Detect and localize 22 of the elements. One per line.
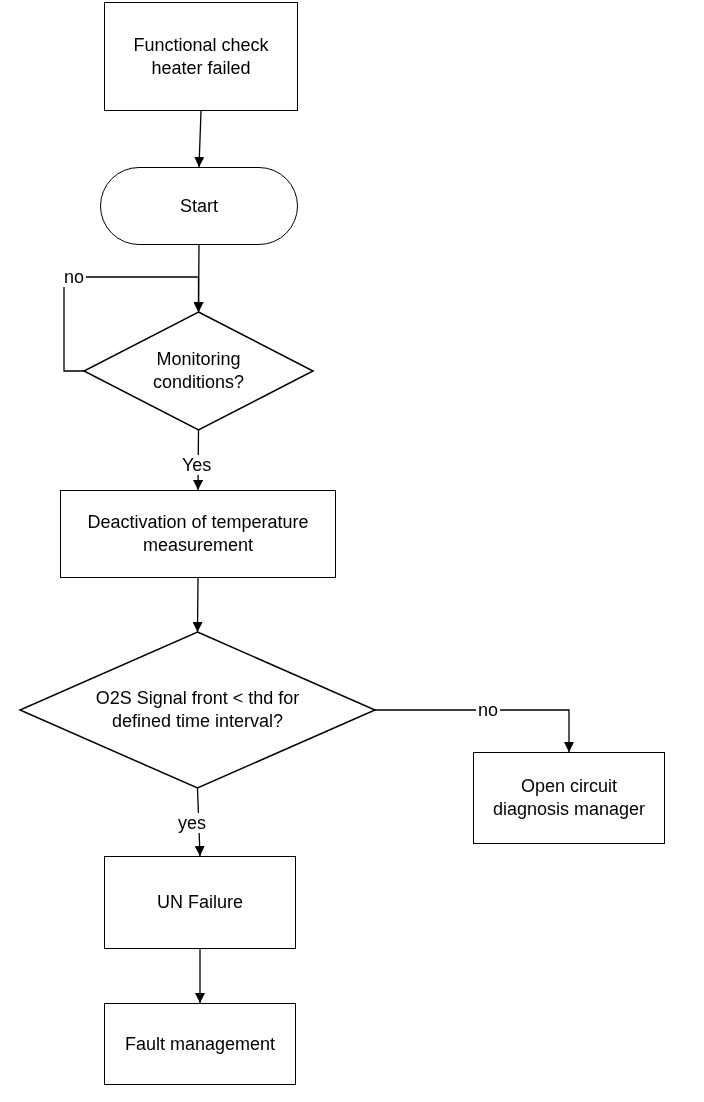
node-text: Fault management (123, 1032, 277, 1056)
process-box (473, 752, 665, 844)
node-text: Start (179, 194, 219, 218)
node-text: UN Failure (156, 891, 244, 914)
node-text: Open circuit diagnosis manager (491, 775, 647, 821)
node-text: Monitoring conditions? (151, 348, 246, 394)
arrow (374, 709, 574, 753)
decision-diamond (84, 312, 313, 430)
node-text: Deactivation of temperature measurement (86, 511, 310, 557)
arrow (194, 110, 205, 168)
arrow (63, 276, 204, 372)
process-box (104, 2, 298, 111)
decision-diamond (20, 632, 375, 788)
arrow (195, 948, 205, 1004)
node-text: O2S Signal front < thd for defined time interval? (94, 687, 301, 733)
process-box (104, 1003, 296, 1085)
process-box (104, 856, 296, 949)
arrow (192, 577, 203, 633)
edge-label: yes (176, 813, 208, 833)
process-box (60, 490, 336, 578)
edge-label: Yes (180, 455, 214, 475)
node-text: Functional check heater failed (132, 33, 270, 80)
